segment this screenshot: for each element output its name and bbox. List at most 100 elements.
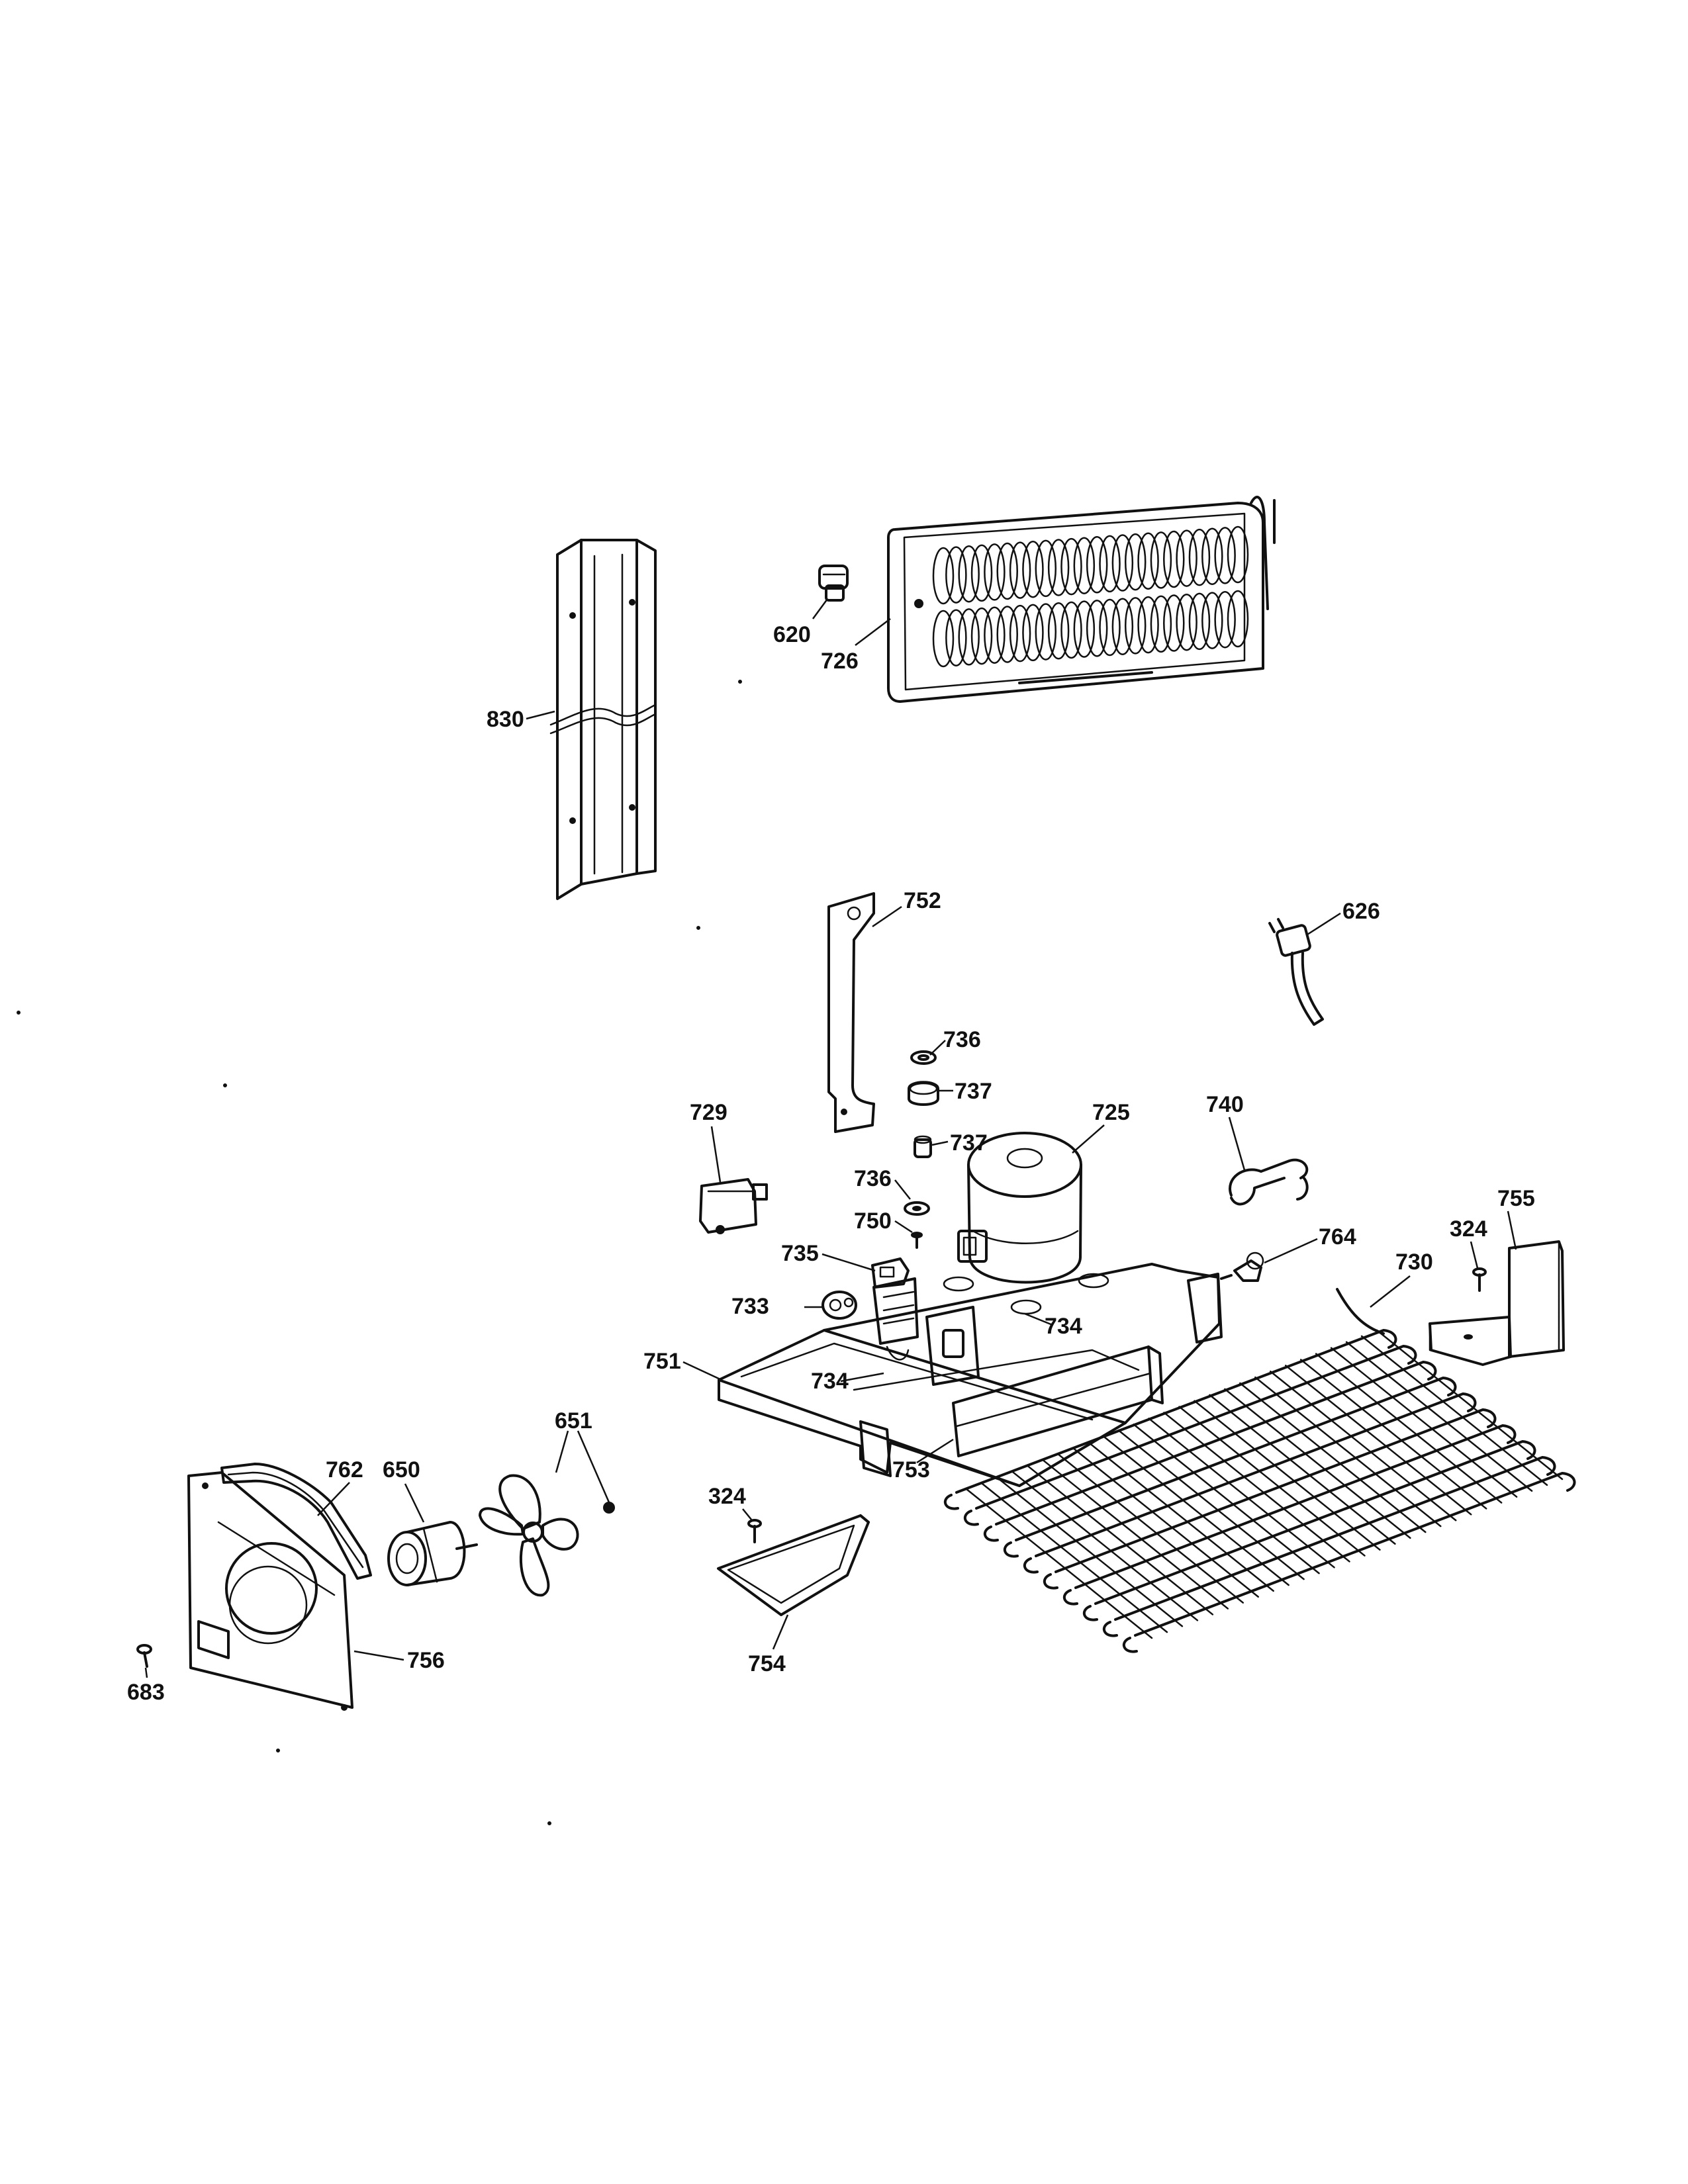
condenser-wire — [980, 1482, 1168, 1633]
label-726: 726 — [821, 649, 859, 674]
coil-loop — [996, 606, 1018, 663]
coil-loop — [1176, 529, 1197, 587]
condenser-tube-bend — [1003, 1541, 1019, 1558]
part-labels: 830 620 726 752 626 736 737 737 736 729 … — [127, 622, 1535, 1705]
condenser-tube-bend — [1082, 1605, 1098, 1621]
condenser-tube — [1055, 1408, 1497, 1573]
condenser-wire — [1270, 1370, 1457, 1522]
condenser-wire — [1299, 1359, 1487, 1510]
condenser-tube-bend — [1122, 1637, 1138, 1653]
coil-loop — [1176, 593, 1197, 651]
coil-loop — [1124, 597, 1147, 655]
coil-loop — [1227, 590, 1249, 648]
condenser-wire — [1315, 1353, 1503, 1504]
condenser-wire — [1345, 1341, 1533, 1492]
coil-loop — [1099, 598, 1121, 657]
coil-loop — [932, 610, 955, 668]
condenser-tube-bend — [983, 1525, 999, 1542]
coil-loop — [1073, 600, 1096, 658]
condenser-wire — [965, 1488, 1153, 1639]
label-324-left: 324 — [708, 1484, 746, 1509]
condenser-tubes — [943, 1329, 1576, 1653]
shroud-753 — [952, 1345, 1164, 1457]
label-756: 756 — [407, 1648, 445, 1673]
coil-loop — [1099, 535, 1121, 593]
condenser-wire — [1026, 1465, 1214, 1615]
label-729: 729 — [690, 1100, 727, 1125]
condenser-wire — [996, 1476, 1184, 1627]
label-730: 730 — [1395, 1250, 1433, 1275]
label-753: 753 — [892, 1457, 930, 1482]
base-frame-751 — [718, 1263, 1223, 1487]
label-737-top: 737 — [955, 1079, 992, 1104]
coil-loop — [970, 544, 993, 602]
label-762: 762 — [326, 1457, 363, 1482]
coil-loop — [1047, 539, 1070, 596]
condenser-tube-bend — [1102, 1621, 1118, 1637]
coil-loop — [1214, 591, 1236, 649]
coil-loop — [1086, 600, 1108, 657]
relay-729 — [699, 1178, 768, 1234]
condenser-tube-bend — [943, 1494, 959, 1510]
clip-740 — [1229, 1158, 1309, 1206]
label-683: 683 — [127, 1680, 165, 1705]
label-734-right: 734 — [1045, 1314, 1082, 1339]
overload-735 — [871, 1257, 910, 1289]
label-752: 752 — [904, 888, 941, 913]
coil-loop — [1086, 536, 1108, 594]
coil-loop — [1060, 537, 1082, 596]
coil-loop — [1188, 592, 1211, 651]
label-755: 755 — [1497, 1186, 1535, 1211]
leader-lines — [144, 598, 1517, 1678]
coil-loops — [932, 525, 1249, 668]
coil-loop — [1214, 527, 1236, 584]
condenser-730 — [943, 1288, 1576, 1653]
label-740: 740 — [1206, 1092, 1244, 1117]
condenser-wire — [1178, 1406, 1366, 1557]
condenser-wire — [1376, 1329, 1564, 1480]
label-651: 651 — [555, 1408, 592, 1433]
label-735: 735 — [781, 1241, 819, 1266]
condenser-wire — [1148, 1418, 1335, 1569]
label-764: 764 — [1319, 1224, 1356, 1250]
bracket-755 — [1429, 1240, 1565, 1366]
coil-loop — [1188, 528, 1211, 586]
coil-loop — [1201, 592, 1223, 649]
coil-loop — [1022, 604, 1044, 662]
coil-loop — [945, 546, 967, 604]
coil-loop — [1035, 603, 1057, 660]
condenser-wire — [1254, 1376, 1442, 1527]
grommets-736-737 — [904, 1050, 939, 1249]
condenser-tube — [1114, 1456, 1556, 1621]
coil-loop — [1227, 525, 1249, 584]
condenser-wire — [1239, 1382, 1427, 1533]
fan-shroud-756 — [187, 1471, 353, 1711]
condenser-wire — [1209, 1394, 1396, 1545]
coil-loop — [1111, 534, 1134, 592]
label-734-left: 734 — [811, 1369, 849, 1394]
label-751: 751 — [643, 1349, 681, 1374]
condenser-wire — [1117, 1429, 1305, 1580]
condenser-tube-bend — [1062, 1589, 1078, 1606]
coil-loop — [1150, 531, 1172, 589]
condenser-wire — [1056, 1453, 1244, 1604]
condenser-tube — [1074, 1424, 1517, 1589]
coil-loop — [1150, 595, 1172, 653]
condenser-wire — [1087, 1441, 1274, 1592]
coil-loop — [1137, 596, 1159, 654]
condenser-wire — [1330, 1347, 1518, 1498]
bracket-752 — [827, 892, 875, 1133]
label-324-right: 324 — [1450, 1216, 1487, 1242]
clip-764 — [1220, 1251, 1264, 1282]
insulation-762 — [220, 1463, 372, 1580]
condenser-wire — [1133, 1423, 1320, 1574]
coil-loop — [932, 547, 955, 605]
condenser-wire — [1360, 1335, 1548, 1486]
condenser-tube — [1015, 1377, 1457, 1541]
label-733: 733 — [731, 1294, 769, 1319]
label-736-bottom: 736 — [854, 1166, 892, 1191]
label-626: 626 — [1342, 899, 1380, 924]
coil-loop — [1047, 602, 1070, 660]
drain-pan-754 — [717, 1514, 870, 1616]
fan-motor-650 — [387, 1521, 478, 1586]
